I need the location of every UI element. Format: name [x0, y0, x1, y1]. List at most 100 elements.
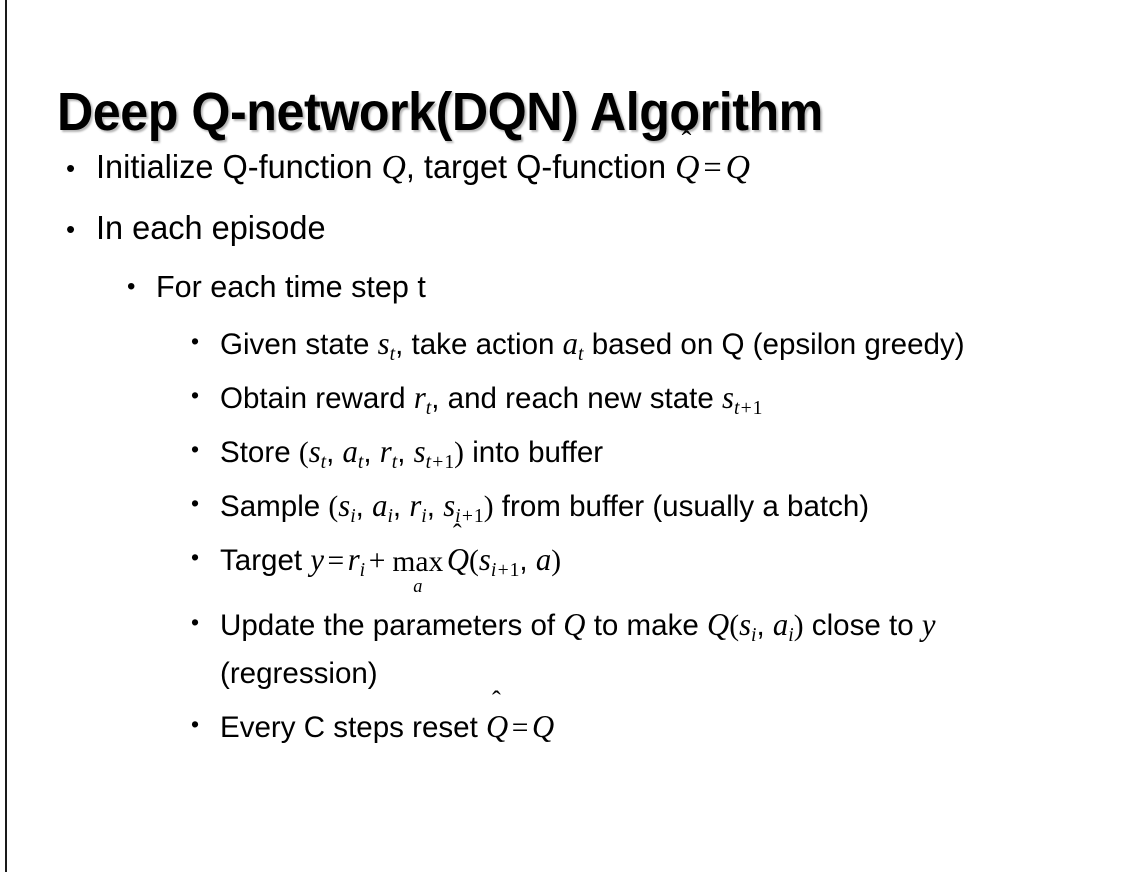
bullet-text-run: , take action	[395, 328, 563, 361]
math-subscript: t	[389, 342, 396, 365]
math-variable-subscripted: st	[308, 434, 327, 473]
bullet-item-level-3: •Update the parameters of Q to make Q(si…	[0, 601, 1124, 698]
bullet-content: In each episode	[96, 206, 1109, 250]
math-variable: Q	[531, 708, 555, 744]
math-variable-subscripted: si+1	[443, 488, 484, 527]
math-subscript: i+1	[455, 504, 484, 527]
math-variable: Q	[725, 148, 751, 186]
bullet-text-run: close to	[803, 608, 922, 642]
math-subscript: t	[357, 450, 364, 473]
math-operator: =	[703, 150, 722, 186]
bullet-content: Store (st, at, rt, st+1) into buffer	[220, 428, 1079, 477]
bullet-text-run: Sample	[220, 490, 329, 523]
bullet-marker-icon: •	[191, 490, 200, 516]
bullet-text-run: to make	[585, 608, 708, 642]
bullet-text-run: For each time step t	[156, 269, 426, 304]
math-operator: =	[511, 710, 529, 744]
math-paren: )	[793, 608, 804, 642]
bullet-item-level-3: •Given state st, take action at based on…	[0, 320, 1124, 369]
bullet-text-run: In each episode	[96, 209, 326, 246]
bullet-marker-icon: •	[66, 153, 76, 183]
bullet-list: •Initialize Q-function Q, target Q-funct…	[0, 125, 1124, 757]
math-variable-subscripted: ri	[347, 542, 366, 581]
math-paren: )	[551, 544, 562, 577]
bullet-text-run: Initialize Q-function	[96, 148, 382, 185]
math-variable: a	[535, 542, 552, 577]
math-variable-subscripted: si	[739, 606, 757, 646]
slide-left-edge-rule	[5, 0, 7, 872]
bullet-marker-icon: •	[191, 608, 200, 635]
bullet-content: Given state st, take action at based on …	[220, 320, 1079, 369]
math-variable-subscripted: st	[377, 326, 396, 365]
math-paren: (	[729, 608, 740, 642]
bullet-text-run: ,	[426, 490, 444, 523]
math-subscript: i	[788, 623, 794, 646]
math-variable-subscripted: at	[342, 434, 364, 473]
bullet-text-run: Every C steps reset	[220, 710, 487, 744]
bullet-text-run: ,	[392, 490, 410, 523]
bullet-text-run: based on Q (epsilon greedy)	[583, 328, 965, 361]
bullet-item-level-1: •Initialize Q-function Q, target Q-funct…	[0, 125, 1124, 190]
bullet-text-run: Obtain reward	[220, 382, 414, 415]
bullet-content: For each time step t	[156, 266, 1109, 308]
bullet-text-run: Store	[220, 436, 299, 469]
bullet-text-run: from buffer (usually a batch)	[493, 490, 870, 523]
math-max-label: max	[392, 544, 444, 578]
bullet-content: Initialize Q-function Q, target Q-functi…	[96, 125, 1109, 190]
bullet-text-run: ,	[363, 436, 380, 469]
bullet-item-level-2: • For each time step t	[0, 266, 1124, 308]
math-variable-subscripted: ai	[772, 606, 794, 646]
bullet-item-level-1: • In each episode	[0, 206, 1124, 250]
bullet-text-run: into buffer	[464, 436, 604, 469]
math-paren: )	[454, 436, 465, 469]
math-variable-subscripted: si+1	[478, 542, 520, 581]
bullet-marker-icon: •	[191, 382, 200, 408]
math-operator: =	[327, 544, 345, 577]
math-subscript: i	[387, 504, 393, 527]
bullet-text-run: Target	[220, 544, 311, 577]
bullet-text-run: , target Q-function	[405, 148, 676, 185]
math-paren: (	[298, 436, 309, 469]
math-paren: (	[469, 544, 479, 577]
math-variable: y	[310, 542, 324, 577]
math-subscript: t	[425, 396, 432, 419]
bullet-marker-icon: •	[127, 273, 136, 300]
bullet-marker-icon: •	[66, 214, 76, 244]
bullet-item-level-3: •Obtain reward rt, and reach new state s…	[0, 374, 1124, 423]
math-variable-subscripted: st+1	[413, 434, 455, 473]
bullet-text-run: ,	[756, 608, 773, 642]
math-variable-subscripted: rt	[413, 380, 432, 419]
math-variable-subscripted: at	[562, 326, 584, 365]
math-subscript: t+1	[425, 450, 455, 473]
math-variable: Q	[381, 148, 406, 186]
math-subscript: t	[320, 450, 327, 473]
math-variable-subscripted: st+1	[721, 380, 763, 419]
math-subscript: i+1	[490, 558, 520, 581]
bullet-content: Update the parameters of Q to make Q(si,…	[220, 601, 1079, 698]
math-subscript: t	[578, 342, 584, 365]
math-variable: Q	[707, 606, 730, 642]
math-max-under-variable: a	[413, 575, 423, 597]
math-subscript: t	[391, 450, 398, 473]
circumflex-accent-icon: ˆ	[492, 685, 501, 716]
bullet-text-run: ,	[397, 436, 414, 469]
math-variable: Q	[563, 606, 586, 642]
slide-title: Deep Q-network(DQN) Algorithm	[57, 82, 823, 143]
circumflex-accent-icon: ˆ	[681, 125, 692, 158]
math-paren: (	[328, 490, 339, 523]
bullet-marker-icon: •	[191, 436, 200, 462]
bullet-marker-icon: •	[191, 544, 200, 570]
bullet-marker-icon: •	[191, 710, 200, 737]
math-subscript: i	[359, 558, 366, 581]
bullet-text-run: Update the parameters of	[220, 608, 564, 642]
math-paren: )	[483, 490, 494, 523]
bullet-text-run: ,	[355, 490, 373, 523]
bullet-item-level-3: • Store (st, at, rt, st+1) into buffer	[0, 428, 1124, 477]
